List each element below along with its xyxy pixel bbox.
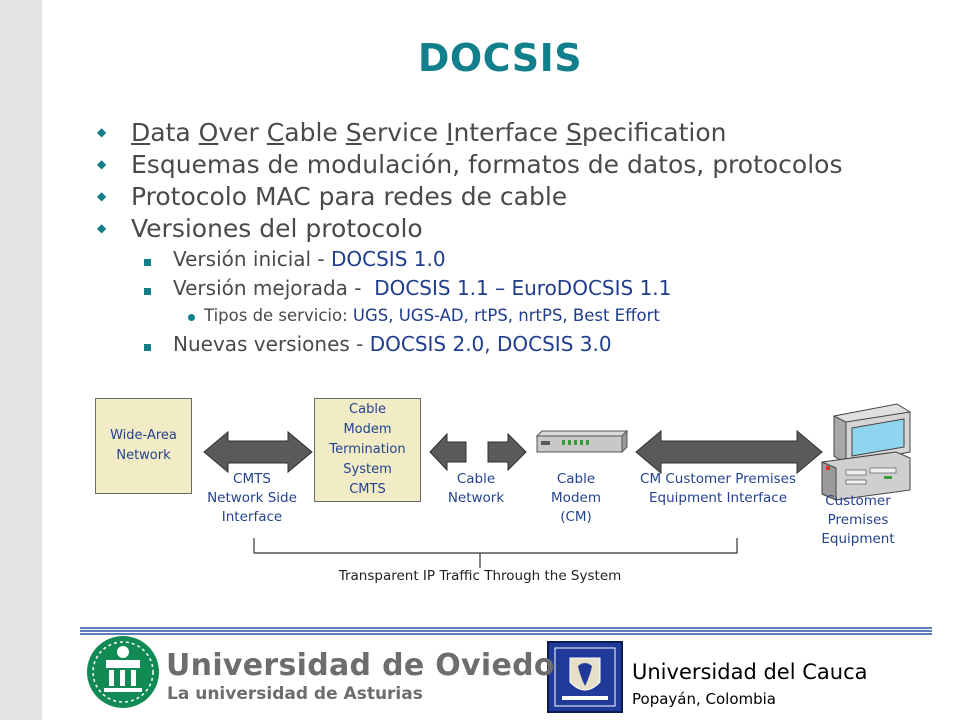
label-line: CM Customer Premises (640, 471, 796, 487)
cauca-university-city: Popayán, Colombia (632, 690, 777, 708)
sub-bullet-value: DOCSIS 1.1 – EuroDOCSIS 1.1 (374, 275, 672, 300)
bullet-versions: ◆ Versiones del protocolo (94, 212, 934, 244)
oviedo-university-name: Universidad de Oviedo (166, 648, 555, 683)
sub-bullet-new-versions: Nuevas versiones - DOCSIS 2.0, DOCSIS 3.… (94, 329, 934, 358)
cmts-label-line: CMTS (349, 482, 386, 497)
cmts-label-line: System (343, 462, 392, 477)
label-line: Equipment Interface (648, 490, 787, 506)
cmts-box: Cable Modem Termination System CMTS (314, 398, 421, 502)
label-line: Customer (825, 493, 891, 509)
cauca-university-name: Universidad del Cauca (632, 660, 868, 684)
wan-label-line: Network (116, 448, 171, 463)
oviedo-university-subtitle: La universidad de Asturias (167, 684, 423, 704)
bullet-modulation: ◆ Esquemas de modulación, formatos de da… (94, 148, 934, 180)
cmts-network-side-interface-label: CMTS Network Side Interface (192, 470, 312, 527)
cmts-label-line: Modem (343, 422, 392, 437)
right-arrow-icon (487, 432, 527, 472)
label-line: Network Side (207, 490, 297, 506)
transparent-traffic-bracket (253, 538, 738, 568)
sub-bullet-label: Versión mejorada - (173, 275, 375, 300)
diamond-bullet-icon: ◆ (97, 125, 107, 139)
slide-title: DOCSIS (417, 36, 583, 80)
bullet-text: Esquemas de modulación, formatos de dato… (131, 149, 843, 179)
acronym-initial: O (198, 117, 219, 147)
bullet-text: Versiones del protocolo (131, 213, 423, 243)
sub-sub-bullet-service-types: Tipos de servicio: UGS, UGS-AD, rtPS, nr… (94, 302, 934, 329)
label-line: Cable (556, 471, 596, 487)
transparent-ip-traffic-label: Transparent IP Traffic Through the Syste… (338, 568, 622, 584)
cm-cpe-interface-label: CM Customer Premises Equipment Interface (620, 470, 816, 508)
oviedo-logo-icon (87, 636, 159, 708)
dot-bullet-icon (188, 306, 204, 325)
customer-pc-icon (821, 403, 911, 501)
sub-bullet-value: DOCSIS 2.0, DOCSIS 3.0 (369, 331, 612, 356)
bullet-mac-protocol: ◆ Protocolo MAC para redes de cable (94, 180, 934, 212)
label-line: Premises (827, 512, 889, 528)
cable-network-label: Cable Network (434, 470, 518, 508)
cable-modem-label: Cable Modem (CM) (536, 470, 616, 527)
bullet-text: Protocolo MAC para redes de cable (131, 181, 568, 211)
label-line: (CM) (560, 509, 592, 525)
label-line: CMTS (233, 471, 271, 487)
double-arrow-network-side-icon (203, 430, 313, 474)
diamond-bullet-icon: ◆ (97, 189, 107, 203)
square-bullet-icon (144, 332, 173, 356)
bullet-docsis-acronym: ◆ Data Over Cable Service Interface Spec… (94, 116, 934, 148)
left-arrow-icon (429, 432, 467, 472)
sub-bullet-initial-version: Versión inicial - DOCSIS 1.0 (94, 244, 934, 273)
bullet-text: Data Over Cable Service Interface Specif… (131, 118, 727, 147)
double-arrow-customer-side-icon (635, 429, 823, 475)
customer-premises-equipment-label: Customer Premises Equipment (808, 492, 908, 549)
cable-modem-device-icon (535, 429, 629, 454)
diamond-bullet-icon: ◆ (97, 221, 107, 235)
acronym-initial: S (345, 117, 362, 147)
sub-bullet-value: DOCSIS 1.0 (331, 246, 446, 271)
wide-area-network-box: Wide-Area Network (95, 398, 192, 494)
sub-sub-bullet-label: Tipos de servicio: (204, 306, 353, 325)
footer-divider (80, 627, 932, 639)
acronym-initial: I (446, 117, 454, 147)
sub-bullet-improved-version: Versión mejorada - DOCSIS 1.1 – EuroDOCS… (94, 273, 934, 302)
label-line: Interface (221, 509, 283, 525)
acronym-text: Data Over Cable Service Interface Specif… (131, 117, 727, 147)
label-line: Equipment (821, 531, 895, 547)
acronym-initial: D (131, 117, 151, 147)
cauca-university-seal-icon (547, 641, 623, 713)
diamond-bullet-icon: ◆ (97, 157, 107, 171)
label-line: Network (447, 490, 505, 506)
square-bullet-icon (144, 276, 173, 300)
label-line: Cable (456, 471, 496, 487)
cmts-label-line: Termination (329, 442, 406, 457)
label-line: Modem (551, 490, 601, 506)
square-bullet-icon (144, 247, 173, 271)
left-sidebar-bar (0, 0, 42, 720)
sub-sub-bullet-value: UGS, UGS-AD, rtPS, nrtPS, Best Effort (352, 306, 660, 325)
acronym-initial: C (266, 117, 285, 147)
sub-bullet-label: Versión inicial - (173, 246, 331, 271)
wan-label-line: Wide-Area (110, 428, 177, 443)
acronym-initial: S (565, 117, 582, 147)
bullet-list: ◆ Data Over Cable Service Interface Spec… (94, 116, 934, 358)
cmts-label-line: Cable (349, 402, 386, 417)
sub-bullet-label: Nuevas versiones - (173, 331, 370, 356)
